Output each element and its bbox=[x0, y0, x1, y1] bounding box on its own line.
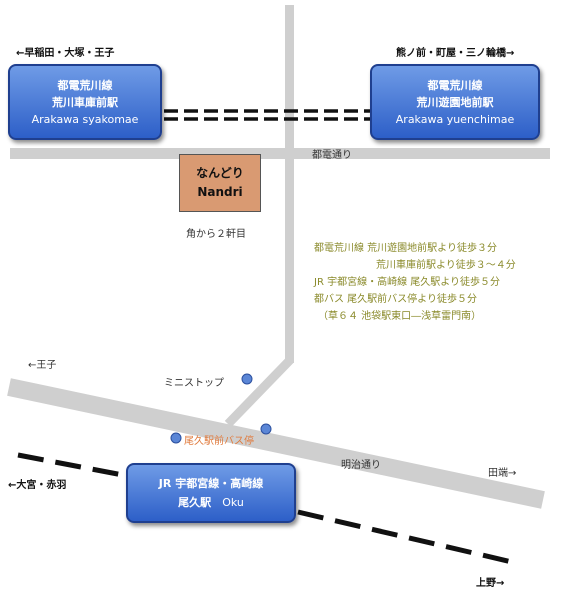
bus-stop-marker-right bbox=[260, 423, 272, 435]
station-line-name: JR 宇都宮線・高崎線 bbox=[158, 477, 264, 490]
access-line: JR 宇都宮線・高崎線 尾久駅より徒歩５分 bbox=[314, 277, 501, 288]
station-name-jp: 荒川遊園地前駅 bbox=[416, 95, 494, 109]
direction-top-left: ←早稲田・大塚・王子 bbox=[16, 48, 115, 59]
road-label-toden-dori: 都電通り bbox=[312, 150, 352, 161]
station-arakawa-yuenchimae: 都電荒川線 荒川遊園地前駅 Arakawa yuenchimae bbox=[370, 64, 540, 140]
toden-dori-road bbox=[10, 148, 550, 159]
access-line: 都電荒川線 荒川遊園地前駅より徒歩３分 bbox=[314, 243, 497, 254]
access-info: 都電荒川線 荒川遊園地前駅より徒歩３分 荒川車庫前駅より徒歩３〜４分 JR 宇都… bbox=[314, 240, 516, 325]
access-line: （草６４ 池袋駅東口―浅草雷門南） bbox=[318, 311, 482, 322]
station-arakawa-syakomae: 都電荒川線 荒川車庫前駅 Arakawa syakomae bbox=[8, 64, 162, 140]
station-line-name: 都電荒川線 bbox=[57, 78, 113, 92]
station-line-name: 都電荒川線 bbox=[427, 78, 483, 92]
shop-name-en: Nandri bbox=[197, 185, 243, 199]
access-line: 都バス 尾久駅前バス停より徒歩５分 bbox=[314, 294, 477, 305]
bus-stop-marker-left bbox=[170, 432, 182, 444]
station-name-en: Arakawa syakomae bbox=[31, 112, 139, 126]
connector-road bbox=[224, 356, 294, 428]
jr-railway-west bbox=[17, 452, 129, 479]
station-name-en: Oku bbox=[222, 496, 244, 509]
station-name-jp: 尾久駅 bbox=[178, 496, 212, 509]
direction-bottom-left: ←大宮・赤羽 bbox=[8, 480, 67, 491]
ministop-marker bbox=[241, 373, 253, 385]
station-name-en: Arakawa yuenchimae bbox=[395, 112, 515, 126]
jr-railway-east bbox=[297, 509, 513, 565]
direction-top-right: 熊ノ前・町屋・三ノ輪橋→ bbox=[396, 48, 515, 59]
direction-left-mid: ←王子 bbox=[28, 360, 57, 371]
north-south-road bbox=[285, 5, 294, 363]
road-label-meiji-dori: 明治通り bbox=[341, 460, 381, 471]
shop-location-note: 角から２軒目 bbox=[186, 229, 246, 240]
direction-bottom-right: 上野→ bbox=[476, 578, 505, 589]
station-name-jp: 荒川車庫前駅 bbox=[52, 95, 118, 109]
shop-name-jp: なんどり bbox=[196, 166, 244, 180]
meiji-dori-road bbox=[7, 378, 545, 509]
access-line: 荒川車庫前駅より徒歩３〜４分 bbox=[376, 260, 516, 271]
direction-right-mid: 田端→ bbox=[488, 468, 517, 479]
ministop-label: ミニストップ bbox=[164, 378, 224, 389]
bus-stop-label: 尾久駅前バス停 bbox=[184, 436, 254, 447]
shop-nandri: なんどり Nandri bbox=[179, 154, 261, 212]
station-oku: JR 宇都宮線・高崎線 尾久駅 Oku bbox=[126, 463, 296, 523]
